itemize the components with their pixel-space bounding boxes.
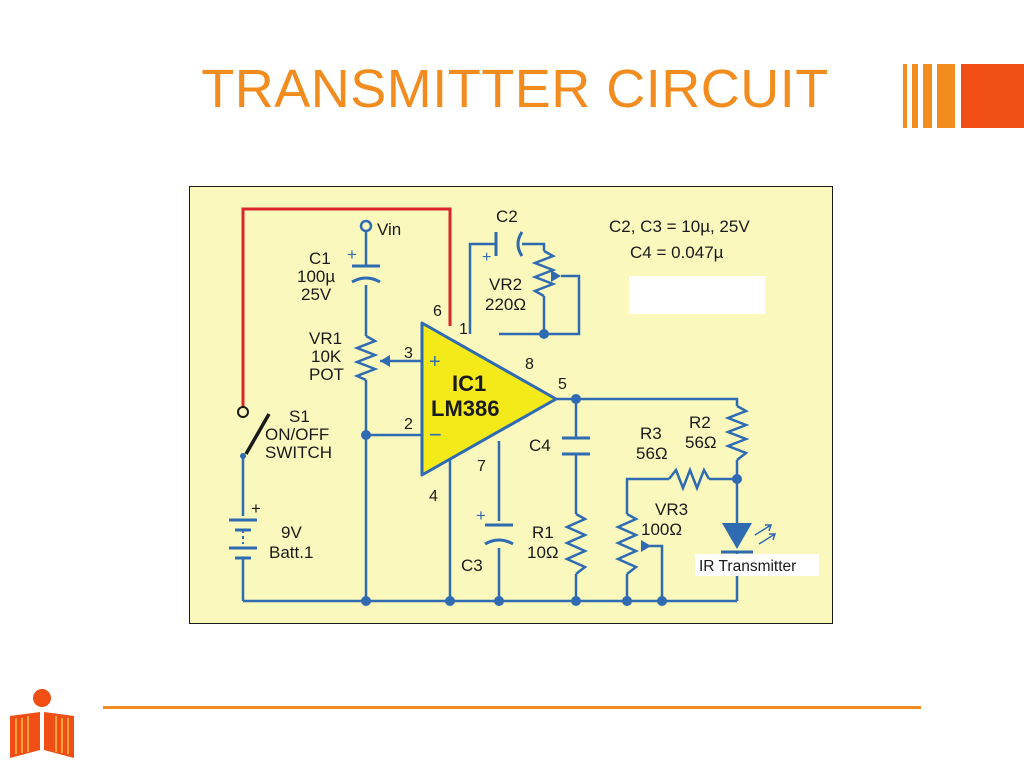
vin-label: Vin [377,220,401,239]
svg-text:+: + [429,351,441,373]
s1-name: S1 [289,407,310,426]
note-line-1: C2, C3 = 10µ, 25V [609,217,750,236]
c3-name: C3 [461,556,483,575]
s1-kind: SWITCH [265,443,332,462]
resistor-r1-icon [563,512,589,575]
r2-value: 56Ω [685,433,717,452]
c4-name: C4 [529,436,551,455]
battery-value: 9V [281,523,302,542]
pin-2: 2 [404,416,413,433]
ic-lm386-icon [420,321,558,477]
svg-text:+: + [482,249,491,266]
logo-icon [10,689,74,758]
vr2-name: VR2 [489,275,522,294]
pin-8: 8 [525,356,534,373]
svg-text:+: + [347,245,357,264]
r1-value: 10Ω [527,543,559,562]
svg-text:+: + [476,506,486,525]
resistor-r3-icon [668,466,711,492]
vr1-name: VR1 [309,329,342,348]
switch-s1-icon [237,406,271,459]
battery-icon [229,518,257,564]
svg-text:+: + [251,499,261,518]
pin-4: 4 [429,488,438,505]
vr1-value: 10K [311,347,342,366]
vin-terminal-icon [359,219,373,233]
c2-name: C2 [496,207,518,226]
pin-5: 5 [558,376,567,393]
battery-name: Batt.1 [269,543,313,562]
vr3-name: VR3 [655,500,688,519]
pin-7: 7 [477,458,486,475]
capacitor-c4-icon [562,436,590,456]
decorative-bars [903,64,1024,128]
r2-name: R2 [689,413,711,432]
r3-value: 56Ω [636,444,668,463]
footer-divider [103,706,921,709]
slide-title: TRANSMITTER CIRCUIT [201,59,829,119]
r3-name: R3 [640,424,662,443]
ic-name: IC1 [452,371,486,396]
c1-rating: 25V [301,285,332,304]
circuit-schematic: Vin + C1 100µ 25V VR1 10K POT S1 ON/OFF … [189,186,833,624]
ir-led-icon [721,523,777,554]
vr3-value: 100Ω [641,520,682,539]
capacitor-c3-icon [484,523,514,546]
pin-6: 6 [433,303,442,320]
potentiometer-vr1-icon [353,334,379,382]
ic-part: LM386 [431,396,499,421]
capacitor-c2-icon [494,231,524,257]
ir-transmitter-label: IR Transmitter [699,558,796,575]
resistor-r2-icon [724,404,750,461]
potentiometer-vr3-icon [614,512,640,575]
capacitor-c1-icon [351,256,381,284]
blank-label-box [629,276,765,314]
potentiometer-vr2-icon [531,249,557,298]
r1-name: R1 [532,523,554,542]
vr1-type: POT [309,365,344,384]
c1-name: C1 [309,249,331,268]
svg-text:−: − [429,422,442,447]
pin-3: 3 [404,345,413,362]
vr2-value: 220Ω [485,295,526,314]
red-supply-wire [241,207,452,408]
s1-type: ON/OFF [265,425,329,444]
note-line-2: C4 = 0.047µ [630,243,724,262]
c1-value: 100µ [297,267,335,286]
pin-1: 1 [459,321,468,338]
